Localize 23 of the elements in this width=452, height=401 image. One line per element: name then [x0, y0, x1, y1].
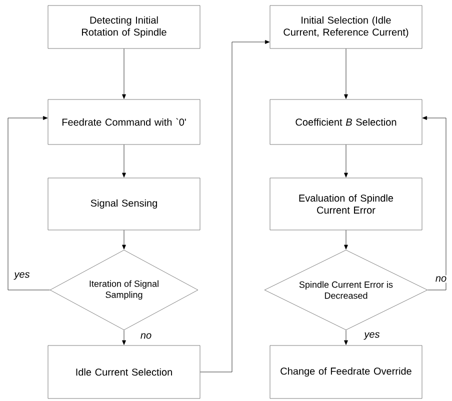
arrow [200, 40, 270, 372]
process-box: Evaluation of Spindle Current Error [270, 178, 422, 230]
arrow [122, 330, 126, 345]
arrow [122, 144, 126, 178]
arrow [344, 144, 348, 178]
arrow [422, 116, 446, 290]
edge-label: yes [13, 271, 31, 281]
arrow [8, 116, 50, 290]
process-box: Signal Sensing [48, 178, 200, 230]
process-box: Feedrate Command with `0' [48, 99, 200, 145]
arrow [344, 48, 348, 99]
process-box: Initial Selection (Idle Current, Reference Current) [270, 5, 422, 49]
edge-label: no [139, 332, 153, 340]
process-box: Coefficient B Selection [270, 99, 422, 145]
process-box: Detecting Initial Rotation of Spindle [48, 5, 200, 49]
process-box: Idle Current Selection [48, 345, 200, 399]
edge-label: yes [363, 331, 381, 341]
arrow [122, 48, 126, 99]
edge-label: no [434, 275, 448, 283]
process-box: Change of Feedrate Override [270, 345, 422, 399]
arrow [344, 230, 348, 250]
arrow [344, 330, 348, 345]
arrow [122, 230, 126, 250]
